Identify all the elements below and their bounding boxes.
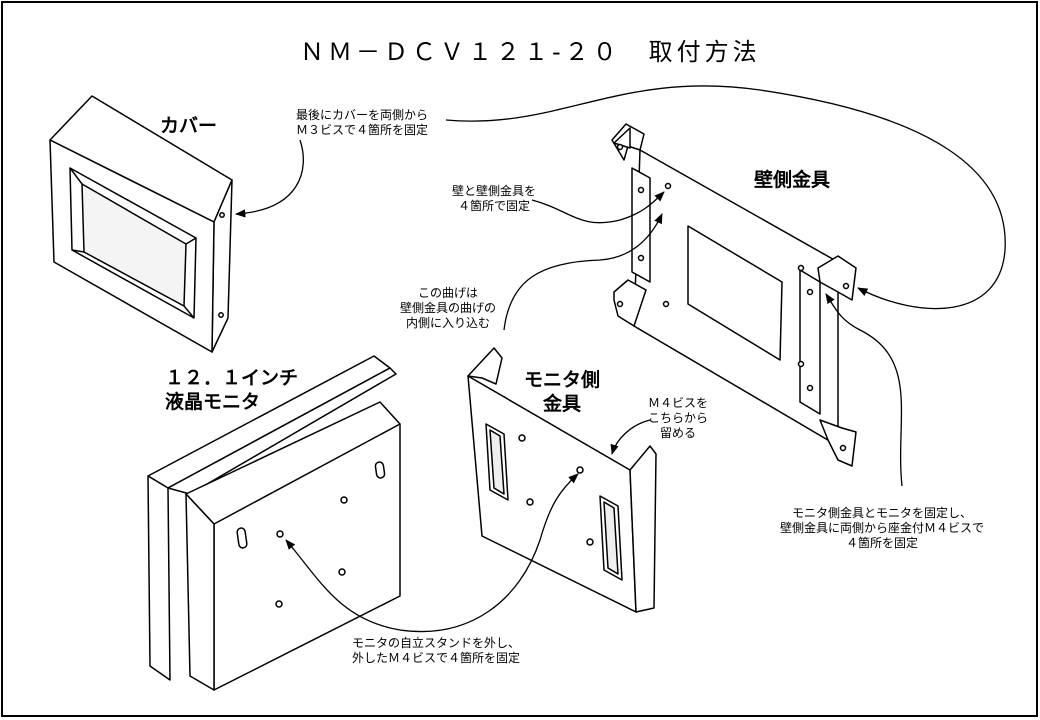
- arrow-wall-fix: [531, 191, 665, 224]
- note-bend: この曲げは 壁側金具の曲げの 内側に入り込む: [400, 286, 496, 331]
- note-stand-fix-line1: モニタの自立スタンドを外し、: [352, 636, 521, 650]
- note-bend-line3: 内側に入り込む: [406, 316, 491, 330]
- arrow-stand-to-bracket: [399, 473, 579, 633]
- note-m4-screw: Ｍ４ビスを こちらから 留める: [648, 396, 708, 441]
- note-cover-fix-line2: Ｍ３ビスで４箇所を固定: [296, 123, 429, 137]
- monitor-bracket-drawing: [467, 347, 657, 613]
- note-wall-fix-line2: ４箇所で固定: [458, 199, 531, 213]
- label-cover: カバー: [160, 115, 218, 137]
- arrow-cover-to-wall: [445, 85, 1006, 310]
- note-bend-line1: この曲げは: [418, 286, 479, 300]
- label-monitor-bracket-line1: モニタ側: [524, 369, 601, 391]
- arrow-bend: [503, 213, 663, 331]
- note-m4-screw-line2: こちらから: [648, 411, 709, 425]
- note-stand-fix: モニタの自立スタンドを外し、 外したＭ４ビスで４箇所を固定: [352, 636, 520, 666]
- note-cover-fix: 最後にカバーを両側から Ｍ３ビスで４箇所を固定: [296, 108, 428, 138]
- wall-bracket-drawing: [611, 123, 857, 467]
- label-monitor-bracket: モニタ側 金具: [524, 368, 600, 416]
- note-bracket-fix-line2: 壁側金具に両側から座金付Ｍ４ビスで: [780, 521, 985, 535]
- note-bend-line2: 壁側金具の曲げの: [400, 301, 497, 315]
- note-m4-screw-line1: Ｍ４ビスを: [648, 396, 709, 410]
- arrow-cover-fix: [234, 139, 304, 218]
- arrow-stand-fix: [285, 539, 401, 631]
- note-stand-fix-line2: 外したＭ４ビスで４箇所を固定: [352, 651, 521, 665]
- leader-lines: [234, 85, 1006, 633]
- label-monitor-line2: 液晶モニタ: [165, 391, 261, 413]
- label-monitor: １２．１インチ 液晶モニタ: [165, 366, 298, 414]
- note-bracket-fix: モニタ側金具とモニタを固定し、 壁側金具に両側から座金付Ｍ４ビスで ４箇所を固定: [780, 506, 984, 551]
- note-wall-fix: 壁と壁側金具を ４箇所で固定: [452, 184, 536, 214]
- cover-drawing: [49, 95, 233, 353]
- label-wall-bracket: 壁側金具: [754, 169, 831, 191]
- note-bracket-fix-line1: モニタ側金具とモニタを固定し、: [792, 506, 973, 520]
- label-monitor-bracket-line2: 金具: [543, 393, 582, 415]
- arrow-bracket-fix: [825, 293, 903, 487]
- page-title: ＮＭ－ＤＣＶ１２１-２０ 取付方法: [300, 38, 761, 66]
- note-cover-fix-line1: 最後にカバーを両側から: [296, 108, 429, 122]
- note-bracket-fix-line3: ４箇所を固定: [846, 536, 919, 550]
- note-m4-screw-line3: 留める: [660, 426, 697, 440]
- arrow-m4-screw: [610, 419, 651, 455]
- label-monitor-line1: １２．１インチ: [165, 367, 299, 389]
- note-wall-fix-line1: 壁と壁側金具を: [452, 184, 537, 198]
